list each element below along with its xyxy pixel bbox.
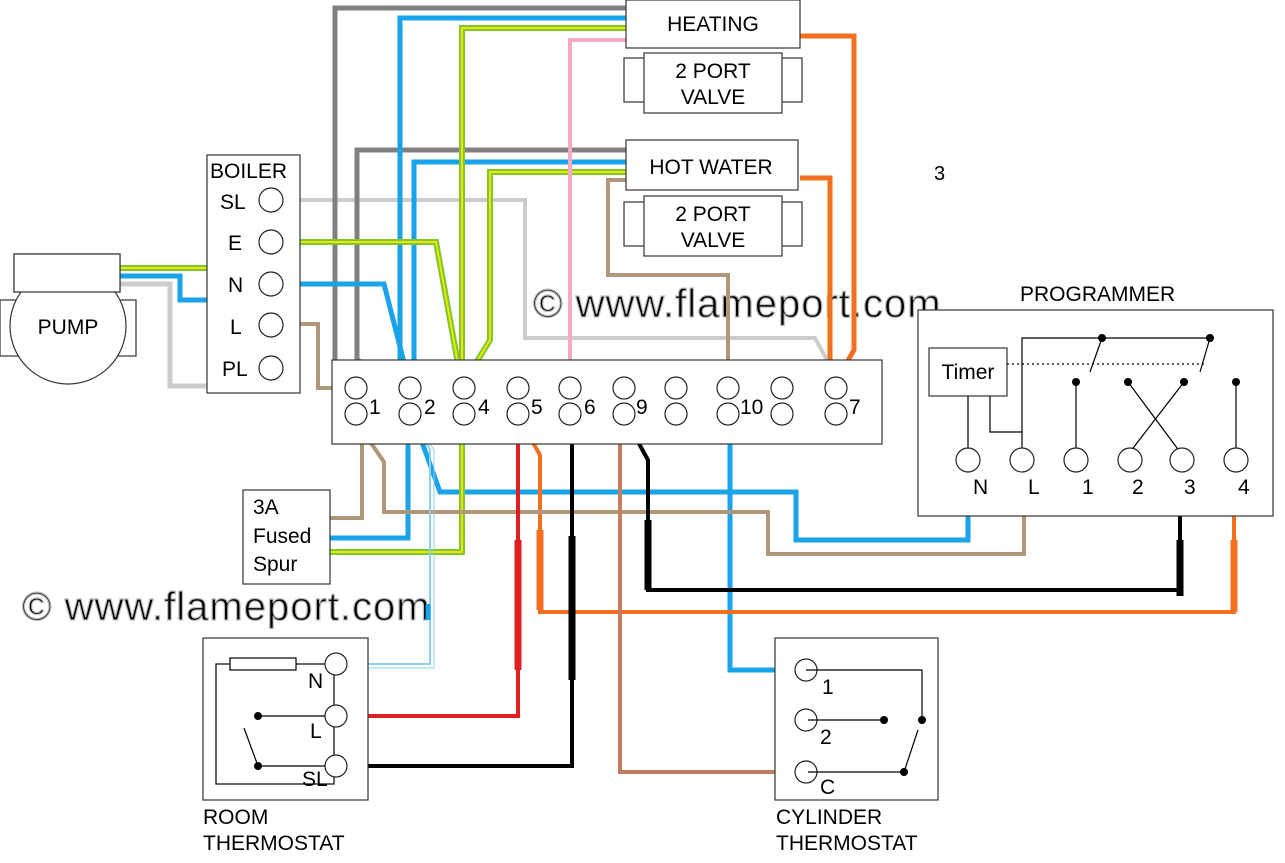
hot-water-label: HOT WATER: [649, 156, 772, 179]
programmer-terminal-2: 2: [1132, 476, 1144, 499]
watermark-top: © www.flameport.com: [533, 282, 942, 326]
wire-brown-prog-l: [360, 428, 1026, 556]
cylinder-terminal-c: C: [820, 776, 835, 799]
programmer-terminal-4: 4: [1238, 476, 1250, 499]
hot-water-motor-box: [625, 139, 799, 191]
wire-black-prog-sleeve: [644, 520, 1184, 596]
room-thermostat-title-1: ROOM: [203, 806, 268, 829]
wire-earth-heating: [459, 25, 628, 386]
fused-spur-line-2: Fused: [253, 525, 311, 548]
junction-label-4: 4: [478, 396, 490, 419]
fused-spur: 3A Fused Spur: [242, 489, 331, 585]
wire-earth-hotwater: [459, 169, 628, 388]
boiler-terminal-e: E: [228, 232, 242, 255]
cylinder-terminal-2: 2: [820, 726, 832, 749]
programmer-terminal-3: 3: [1184, 476, 1196, 499]
cylinder-thermostat: 1 2 C CYLINDER THERMOSTAT: [774, 637, 939, 855]
junction-label-2: 2: [424, 396, 436, 419]
stray-mark: 3: [934, 163, 945, 185]
junction-label-1: 1: [369, 396, 381, 419]
heating-valve: HEATING 2 PORT VALVE: [623, 0, 803, 114]
junction-box: 1 2 4 5 6 9 10 7: [331, 359, 883, 445]
room-terminal-l: L: [310, 720, 322, 743]
hot-water-valve-line-1: 2 PORT: [675, 203, 751, 226]
junction-terminals: [344, 376, 848, 426]
pump-label: PUMP: [38, 316, 99, 339]
boiler-terminal-sl: SL: [220, 191, 246, 214]
cylinder-thermostat-title-2: THERMOSTAT: [776, 832, 918, 855]
hot-water-valve: HOT WATER 2 PORT VALVE: [623, 139, 803, 257]
room-thermostat: N L SL ROOM THERMOSTAT: [202, 637, 369, 855]
programmer-box: [917, 309, 1274, 517]
wire-copper-cyl-c: [618, 420, 798, 774]
junction-label-6: 6: [584, 396, 596, 419]
wire-orange-hotwater: [800, 175, 833, 370]
wire-black-room-sl: [346, 420, 574, 768]
wire-red: [346, 420, 520, 718]
programmer: PROGRAMMER Timer N L 1 2 3 4: [917, 283, 1274, 517]
wire-brown-hotwater: [606, 178, 730, 378]
boiler-box: [206, 154, 301, 394]
heating-valve-line-2: VALVE: [681, 86, 746, 109]
boiler: BOILER SL E N L PL: [206, 154, 301, 394]
junction-label-9: 9: [636, 396, 648, 419]
junction-box-body: [331, 359, 883, 445]
programmer-timer-box: [928, 347, 1008, 397]
wire-orange-sleeve: [536, 530, 1238, 612]
boiler-terminal-pl: PL: [222, 358, 248, 381]
hot-water-valve-body: [643, 195, 783, 257]
heating-motor-box: [625, 0, 801, 49]
wire-blue-cyl-1: [727, 420, 798, 673]
cylinder-thermostat-title-1: CYLINDER: [776, 806, 882, 829]
room-thermostat-title-2: THERMOSTAT: [203, 832, 345, 855]
hot-water-valve-line-2: VALVE: [681, 229, 746, 252]
heating-label: HEATING: [667, 13, 759, 36]
boiler-title: BOILER: [210, 160, 287, 183]
heating-valve-line-1: 2 PORT: [675, 60, 751, 83]
wire-brown-spur: [330, 420, 364, 520]
programmer-terminal-n: N: [973, 476, 988, 499]
heating-valve-body: [643, 52, 783, 114]
boiler-terminal-l: L: [230, 316, 242, 339]
room-terminal-sl: SL: [302, 768, 328, 791]
fused-spur-line-1: 3A: [253, 496, 279, 519]
programmer-title: PROGRAMMER: [1020, 283, 1175, 306]
fused-spur-line-3: Spur: [253, 553, 297, 576]
wire-boiler-sl: [284, 198, 840, 381]
room-terminal-n: N: [308, 670, 323, 693]
watermark-bottom: © www.flameport.com: [22, 585, 431, 629]
boiler-terminal-n: N: [228, 274, 243, 297]
cylinder-terminal-1: 1: [822, 676, 834, 699]
pump: PUMP: [0, 253, 137, 385]
wire-pink: [568, 38, 628, 380]
programmer-terminal-l: L: [1028, 476, 1040, 499]
wire-earth-spur: [330, 420, 465, 555]
wire-orange-heating: [800, 33, 857, 380]
programmer-timer: Timer: [942, 361, 995, 384]
wire-lightblue-room-n2: [346, 419, 435, 669]
junction-label-7: 7: [849, 396, 861, 419]
junction-label-10: 10: [740, 396, 763, 419]
wire-blue-prog-n: [411, 419, 971, 543]
wire-grey-heating: [332, 5, 628, 388]
programmer-terminal-1: 1: [1082, 476, 1094, 499]
junction-label-5: 5: [531, 396, 543, 419]
fused-spur-box: [242, 489, 331, 585]
